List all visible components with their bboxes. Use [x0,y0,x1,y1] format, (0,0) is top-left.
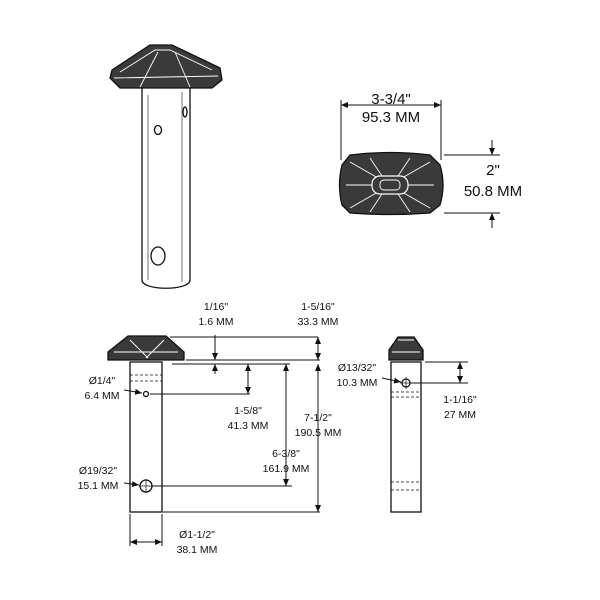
shaft-dia-mm: 38.1 MM [177,544,218,556]
iso-large-hole [150,246,166,266]
cap-height-mm: 33.3 MM [298,316,339,328]
small-hole-dia-mm: 6.4 MM [84,390,119,402]
cap-thickness-in: 1/16" [204,301,228,313]
front-cap [107,335,185,361]
large-hole-pos-in: 6-3/8" [272,448,300,460]
top-width-in: 3-3/4" [371,91,411,108]
large-hole-pos-mm: 161.9 MM [263,463,310,475]
front-view: 1/16" 1.6 MM 1-5/16" 33.3 MM Ø1/4" 6.4 M… [78,301,342,556]
iso-small-hole [153,124,163,136]
top-width-mm: 95.3 MM [362,109,420,126]
front-small-hole [142,390,150,398]
top-view: 3-3/4" 95.3 MM 2" 50.8 MM [338,91,522,228]
side-hole-pos-in: 1-1/16" [443,394,477,406]
total-length-mm: 190.5 MM [295,427,342,439]
side-cap [388,336,424,361]
small-hole-pos-in: 1-5/8" [234,405,262,417]
large-hole-dia-in: Ø19/32" [79,465,117,477]
iso-shaft [141,84,191,289]
top-center-slot [371,175,409,195]
iso-upper-hole [182,106,188,118]
small-hole-dia-in: Ø1/4" [89,375,116,387]
side-hole-dia-mm: 10.3 MM [337,377,378,389]
side-hole-pos-mm: 27 MM [444,409,476,421]
shaft-dia-in: Ø1-1/2" [179,529,215,541]
total-length-in: 7-1/2" [304,412,332,424]
top-height-in: 2" [486,162,500,179]
cap-height-in: 1-5/16" [301,301,335,313]
side-view: Ø13/32" 10.3 MM 1-1/16" 27 MM [337,336,477,513]
side-hole-dia-in: Ø13/32" [338,362,376,374]
isometric-view [109,44,223,289]
cap-thickness-mm: 1.6 MM [198,316,233,328]
large-hole-dia-mm: 15.1 MM [78,480,119,492]
top-height-mm: 50.8 MM [464,183,522,200]
small-hole-pos-mm: 41.3 MM [228,420,269,432]
